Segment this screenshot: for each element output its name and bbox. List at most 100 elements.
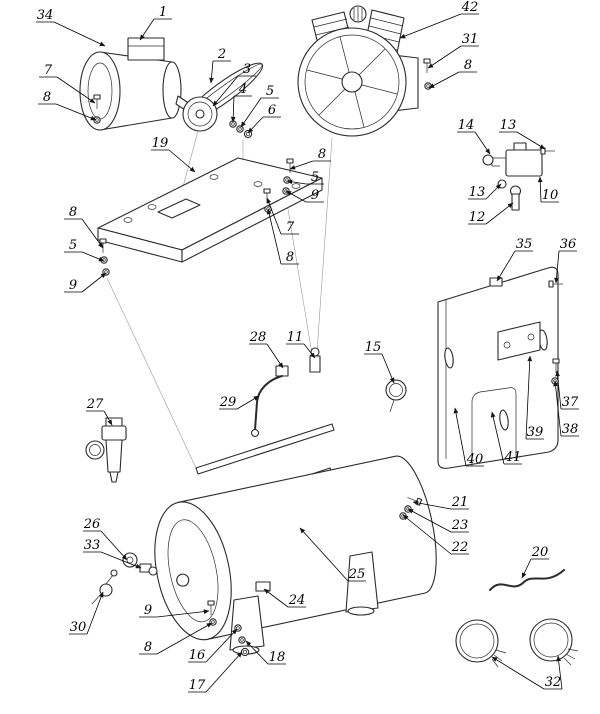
callout-8: 8 — [139, 622, 213, 655]
plate-washer-right — [283, 176, 291, 184]
guard-bracket — [497, 321, 541, 361]
callout-18: 18 — [245, 640, 286, 665]
part-number: 32 — [545, 675, 562, 690]
check-valve — [309, 347, 321, 373]
part-number: 4 — [238, 82, 247, 97]
part-number: 9 — [144, 603, 152, 618]
callout-35: 35 — [496, 237, 533, 282]
callout-41: 41 — [490, 411, 522, 465]
part-number: 1 — [159, 5, 167, 20]
pressure-gauge — [385, 379, 407, 413]
part-number: 34 — [37, 8, 54, 23]
belt-guard — [437, 266, 559, 469]
callout-30: 30 — [69, 591, 104, 635]
callout-9: 9 — [139, 603, 210, 618]
part-number: 21 — [451, 495, 469, 510]
drain-cock — [91, 569, 118, 605]
callout-11: 11 — [286, 330, 316, 359]
callout-13: 13 — [468, 183, 502, 200]
part-number: 7 — [44, 63, 53, 78]
callout-26: 26 — [83, 517, 128, 561]
plate-bolt-left — [99, 238, 107, 254]
part-number: 8 — [318, 147, 326, 162]
callout-9: 9 — [285, 188, 324, 203]
part-number: 17 — [189, 678, 206, 693]
part-number: 18 — [269, 650, 286, 665]
part-number: 5 — [69, 238, 77, 253]
tank-end-port — [176, 573, 190, 587]
part-number: 10 — [542, 188, 559, 203]
motor-pulley-and-belt — [182, 62, 264, 132]
callout-24: 24 — [263, 588, 306, 608]
pump-washer — [424, 82, 432, 90]
callout-27: 27 — [86, 397, 113, 426]
part-number: 37 — [562, 395, 579, 410]
leg-washer — [209, 618, 217, 626]
callout-34: 34 — [36, 8, 106, 47]
electric-motor — [79, 37, 197, 131]
callout-8: 8 — [64, 205, 104, 249]
callout-3: 3 — [212, 62, 256, 107]
callout-17: 17 — [188, 651, 243, 693]
callout-1: 1 — [139, 5, 172, 41]
callout-15: 15 — [364, 340, 395, 384]
part-number: 20 — [531, 545, 549, 560]
guard-clip — [489, 277, 503, 287]
pressure-switch — [482, 142, 543, 211]
part-number: 8 — [286, 250, 294, 265]
callout-5: 5 — [64, 238, 105, 262]
part-number: 12 — [469, 210, 486, 225]
filter-bowl — [105, 439, 123, 473]
part-number: 19 — [152, 136, 169, 151]
callout-40: 40 — [453, 407, 484, 467]
callout-33: 33 — [83, 538, 142, 569]
part-number: 35 — [516, 237, 533, 252]
switch-elbow-fitting — [482, 154, 494, 166]
part-number: 14 — [458, 118, 475, 133]
part-number: 24 — [288, 593, 306, 608]
part-number: 41 — [504, 450, 522, 465]
part-number: 8 — [43, 90, 51, 105]
callout-20: 20 — [521, 545, 549, 579]
discharge-pipe — [250, 365, 289, 438]
part-number: 3 — [243, 62, 251, 77]
guard-vent-slot — [499, 409, 509, 431]
part-number: 33 — [84, 538, 101, 553]
part-number: 23 — [451, 518, 469, 533]
part-number: 27 — [86, 397, 104, 412]
foot-pad — [255, 581, 271, 592]
part-number: 40 — [466, 452, 484, 467]
callout-8: 8 — [289, 147, 331, 170]
part-number: 9 — [69, 278, 77, 293]
part-number: 8 — [464, 58, 472, 73]
rear-leg — [345, 551, 379, 613]
callout-37: 37 — [555, 370, 579, 410]
callout-4: 4 — [230, 82, 252, 123]
base-plate — [97, 157, 323, 263]
callout-5: 5 — [286, 170, 324, 185]
part-number: 30 — [70, 620, 87, 635]
part-number: 15 — [365, 340, 382, 355]
callout-7: 7 — [266, 197, 299, 235]
part-number: 36 — [560, 237, 577, 252]
callout-42: 42 — [399, 0, 479, 39]
part-number: 22 — [451, 540, 469, 555]
part-number: 13 — [500, 118, 517, 133]
callout-38: 38 — [553, 380, 579, 437]
part-number: 31 — [462, 32, 479, 47]
unloader-tube — [511, 193, 520, 211]
callout-31: 31 — [427, 32, 479, 69]
callout-21: 21 — [412, 495, 469, 510]
callout-8: 8 — [428, 58, 477, 89]
filter-regulator — [85, 417, 127, 483]
pump-bolt — [423, 58, 431, 74]
callout-29: 29 — [219, 395, 260, 410]
callout-32: 32 — [491, 655, 563, 690]
part-number: 42 — [461, 0, 479, 15]
part-number: 13 — [469, 185, 486, 200]
part-number: 9 — [311, 188, 319, 203]
cable-ties — [455, 618, 579, 668]
callout-28: 28 — [249, 330, 284, 369]
plate-spring-washer-left — [102, 268, 110, 276]
